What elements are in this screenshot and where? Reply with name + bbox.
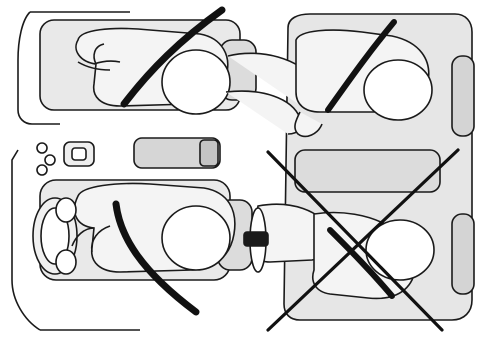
- front-passenger-figure: [76, 28, 319, 134]
- center-console: [37, 138, 220, 175]
